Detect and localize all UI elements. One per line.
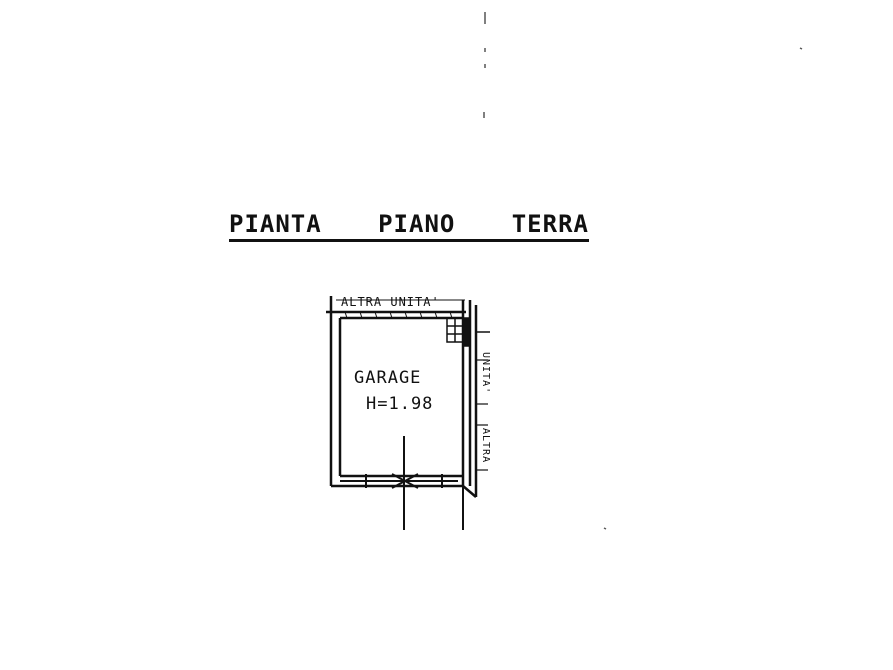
right-wall-ticks [476, 359, 488, 471]
adjacent-right-lower-label: ALTRA [480, 428, 491, 464]
title-word-3: TERRA [511, 210, 589, 238]
top-wall-hatch [336, 299, 465, 319]
room-name-label: GARAGE [354, 368, 422, 388]
garage-walls [326, 296, 478, 498]
corner-grid-block [446, 317, 490, 347]
adjacent-unit-top-label: ALTRA UNITA' [341, 295, 440, 309]
scan-specks [483, 12, 803, 530]
adjacent-right-upper-label: UNITA' [480, 352, 491, 395]
title-word-2: PIANO [378, 210, 456, 238]
room-height-label: H=1.98 [366, 394, 434, 414]
title-word-1: PIANTA [229, 210, 322, 238]
plan-title: PIANTA PIANO TERRA [229, 208, 589, 242]
garage-door [340, 436, 464, 530]
